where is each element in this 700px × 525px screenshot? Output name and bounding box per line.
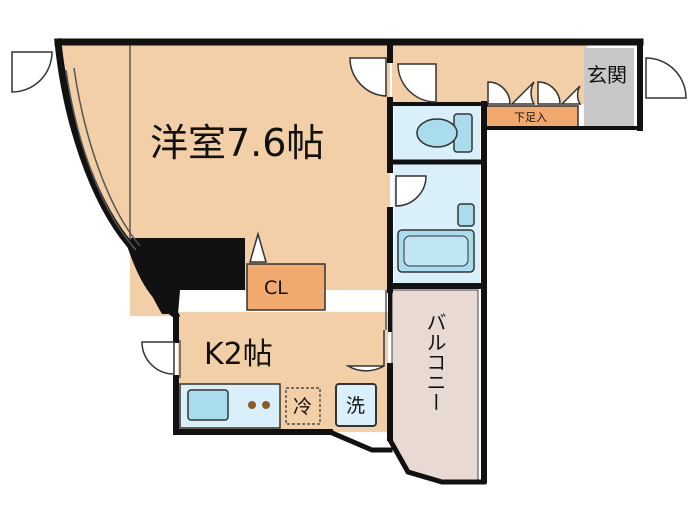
window-frames <box>65 67 387 378</box>
fridge-label: 冷 <box>293 396 312 418</box>
doors <box>11 51 687 375</box>
door-entrance <box>645 57 687 99</box>
door-bath <box>395 175 427 207</box>
walls <box>54 38 644 485</box>
door-closet <box>249 231 267 263</box>
fridge-space <box>285 387 321 425</box>
bathtub-icon <box>397 229 475 273</box>
entrance-floor <box>584 48 634 126</box>
balcony-label: バルコニー <box>423 312 447 412</box>
stove-burner-right <box>262 401 270 409</box>
closet-label: CL <box>264 277 288 299</box>
kitchen-label: K2帖 <box>204 337 273 372</box>
kitchen-counter <box>179 383 281 429</box>
washer-space <box>335 383 377 427</box>
sink-icon <box>457 203 475 227</box>
closet <box>246 263 326 311</box>
shoe-box-label: 下足入 <box>514 111 547 124</box>
toilet-icon <box>416 113 473 153</box>
door-top-left <box>11 51 53 93</box>
pillar <box>130 238 245 314</box>
door-inner <box>345 330 385 372</box>
stove-burner-left <box>248 401 256 409</box>
door-toilet <box>397 63 437 103</box>
entrance-label: 玄関 <box>587 63 627 87</box>
washer-label: 洗 <box>346 395 365 417</box>
door-kitchen <box>141 341 175 375</box>
western-room-label: 洋室7.6帖 <box>150 121 324 165</box>
door-room <box>349 57 387 97</box>
